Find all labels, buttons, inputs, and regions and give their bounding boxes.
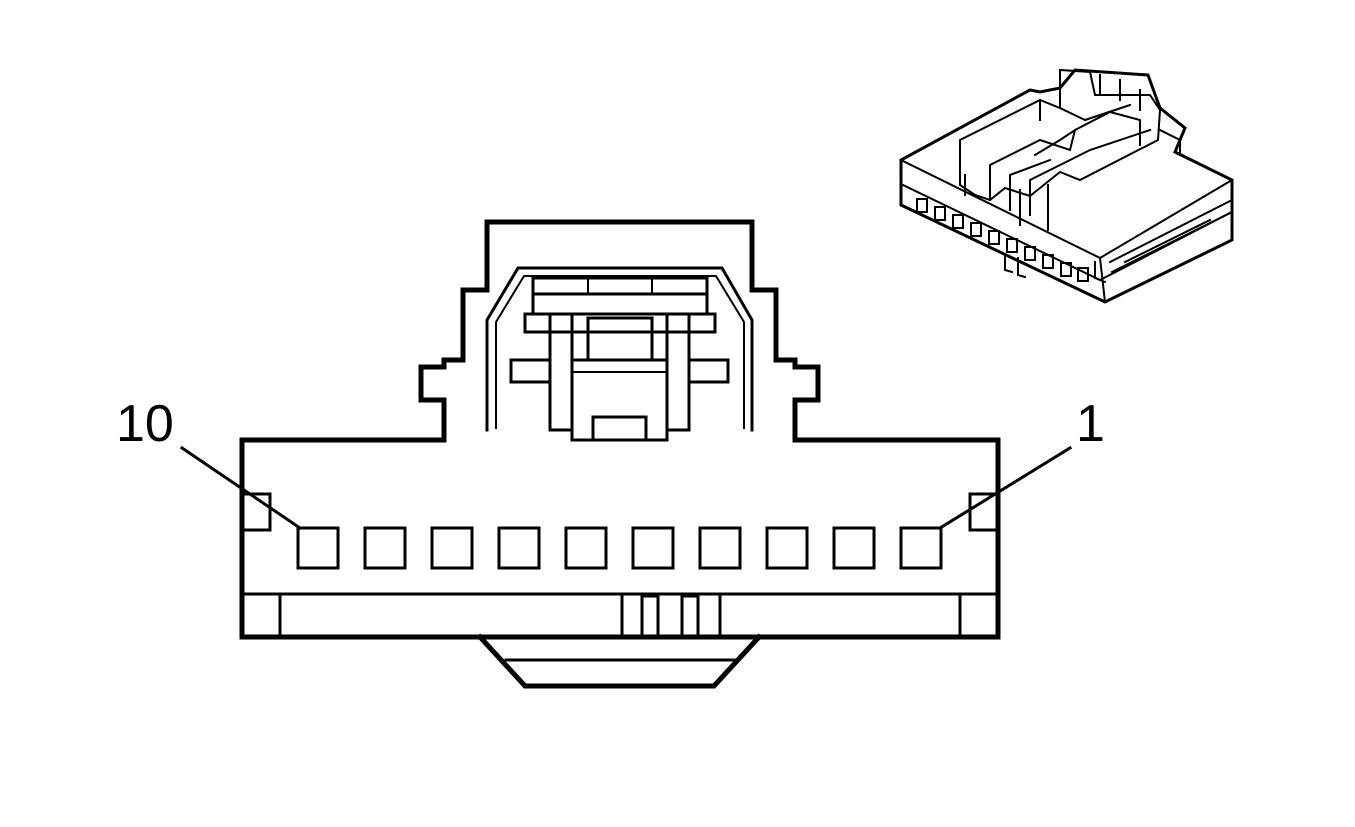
latch-bar-top (531, 276, 709, 296)
connector-body-outline (239, 219, 1001, 640)
cavity-pin-8 (430, 526, 474, 570)
iso-cavity (1060, 262, 1072, 277)
leader-line-pin-10 (179, 445, 303, 531)
latch-stem-slot (591, 415, 648, 442)
iso-cavity (952, 214, 964, 229)
iso-top-face (899, 158, 1234, 304)
cavity-pin-4 (698, 526, 742, 570)
iso-bottom-keys (1004, 254, 1107, 284)
cavity-pin-10 (296, 526, 340, 570)
iso-cavity (1006, 238, 1018, 253)
iso-housing-outline (899, 68, 1234, 304)
iso-ridges (964, 74, 1181, 231)
cavity-pin-6 (564, 526, 608, 570)
latch-inner-frame (495, 275, 745, 429)
right-side-notch (968, 492, 1000, 532)
terminal-cavities (296, 526, 943, 570)
iso-cavity (916, 198, 928, 213)
iso-latch-tower (959, 68, 1162, 202)
cavity-pin-9 (363, 526, 407, 570)
pin-10-label: 10 (116, 395, 174, 453)
connector-face-view: 10 1 (116, 219, 1105, 689)
latch-housing-outline (485, 266, 754, 432)
iso-latch-detail (989, 103, 1152, 216)
left-side-notch (240, 492, 272, 532)
connector-isometric-thumbnail (899, 68, 1234, 304)
latch-crossbar (523, 312, 717, 334)
center-key-slot (620, 592, 722, 639)
cavity-pin-5 (631, 526, 675, 570)
cavity-pin-7 (497, 526, 541, 570)
iso-cavity (1077, 267, 1089, 282)
iso-cavity (970, 222, 982, 237)
cavity-pin-2 (832, 526, 876, 570)
iso-cavity (1024, 246, 1036, 261)
latch-side-tab-right (687, 358, 730, 384)
iso-cavity-row (916, 198, 1089, 282)
pin-1-label: 1 (1076, 395, 1105, 453)
latch-window (586, 316, 654, 362)
iso-side-rail (1108, 198, 1234, 274)
latch-bar-mid (531, 292, 709, 316)
iso-cavity (1042, 254, 1054, 269)
cavity-pin-3 (765, 526, 809, 570)
iso-cavity (934, 206, 946, 221)
locking-latch (485, 266, 754, 442)
cavity-pin-1 (899, 526, 943, 570)
latch-side-tab-left (509, 358, 552, 384)
leader-line-pin-1 (937, 445, 1073, 531)
iso-cavity (988, 230, 1000, 245)
